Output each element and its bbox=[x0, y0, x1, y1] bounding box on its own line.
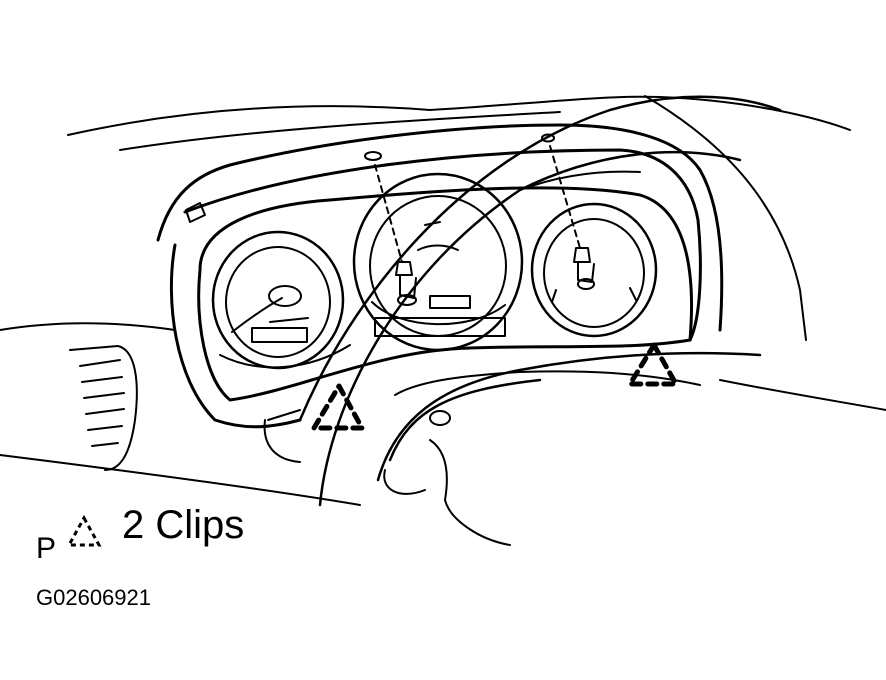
center-gauge bbox=[352, 172, 524, 352]
clip-marker-right bbox=[627, 342, 679, 387]
dashed-triangle-icon bbox=[66, 514, 102, 547]
legend-prefix: P bbox=[36, 532, 57, 565]
left-gauge bbox=[211, 230, 345, 370]
lower-panel bbox=[263, 370, 701, 463]
steering-wheel bbox=[298, 95, 782, 546]
dashboard-outline bbox=[0, 95, 886, 506]
cluster-screw-right bbox=[541, 133, 595, 290]
air-vent bbox=[69, 345, 138, 471]
clip-marker-left bbox=[311, 383, 365, 431]
figure-code: G02606921 bbox=[36, 585, 151, 610]
cluster-hood bbox=[156, 123, 724, 342]
legend-clips-label: 2 Clips bbox=[122, 503, 245, 547]
right-gauge bbox=[530, 202, 658, 338]
